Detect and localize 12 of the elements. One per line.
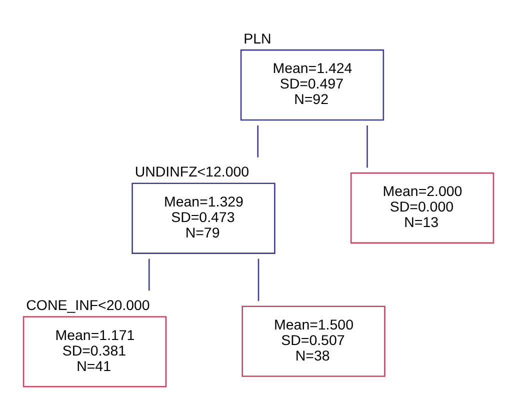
connector: [257, 124, 258, 157]
node-label: CONE_INF<20.000: [26, 298, 150, 314]
node-box: Mean=1.329 SD=0.473 N=79: [132, 182, 276, 254]
node-label: PLN: [244, 30, 272, 47]
connector: [148, 258, 150, 290]
connector: [366, 124, 368, 168]
node-box: Mean=2.000 SD=0.000 N=13: [350, 172, 494, 244]
node-label: UNDINFZ<12.000: [134, 164, 250, 180]
node-box: Mean=1.171 SD=0.381 N=41: [22, 316, 167, 387]
node-box: Mean=1.500 SD=0.507 N=38: [242, 305, 386, 376]
node-box: Mean=1.424 SD=0.497 N=92: [240, 48, 384, 120]
connector: [258, 258, 260, 301]
